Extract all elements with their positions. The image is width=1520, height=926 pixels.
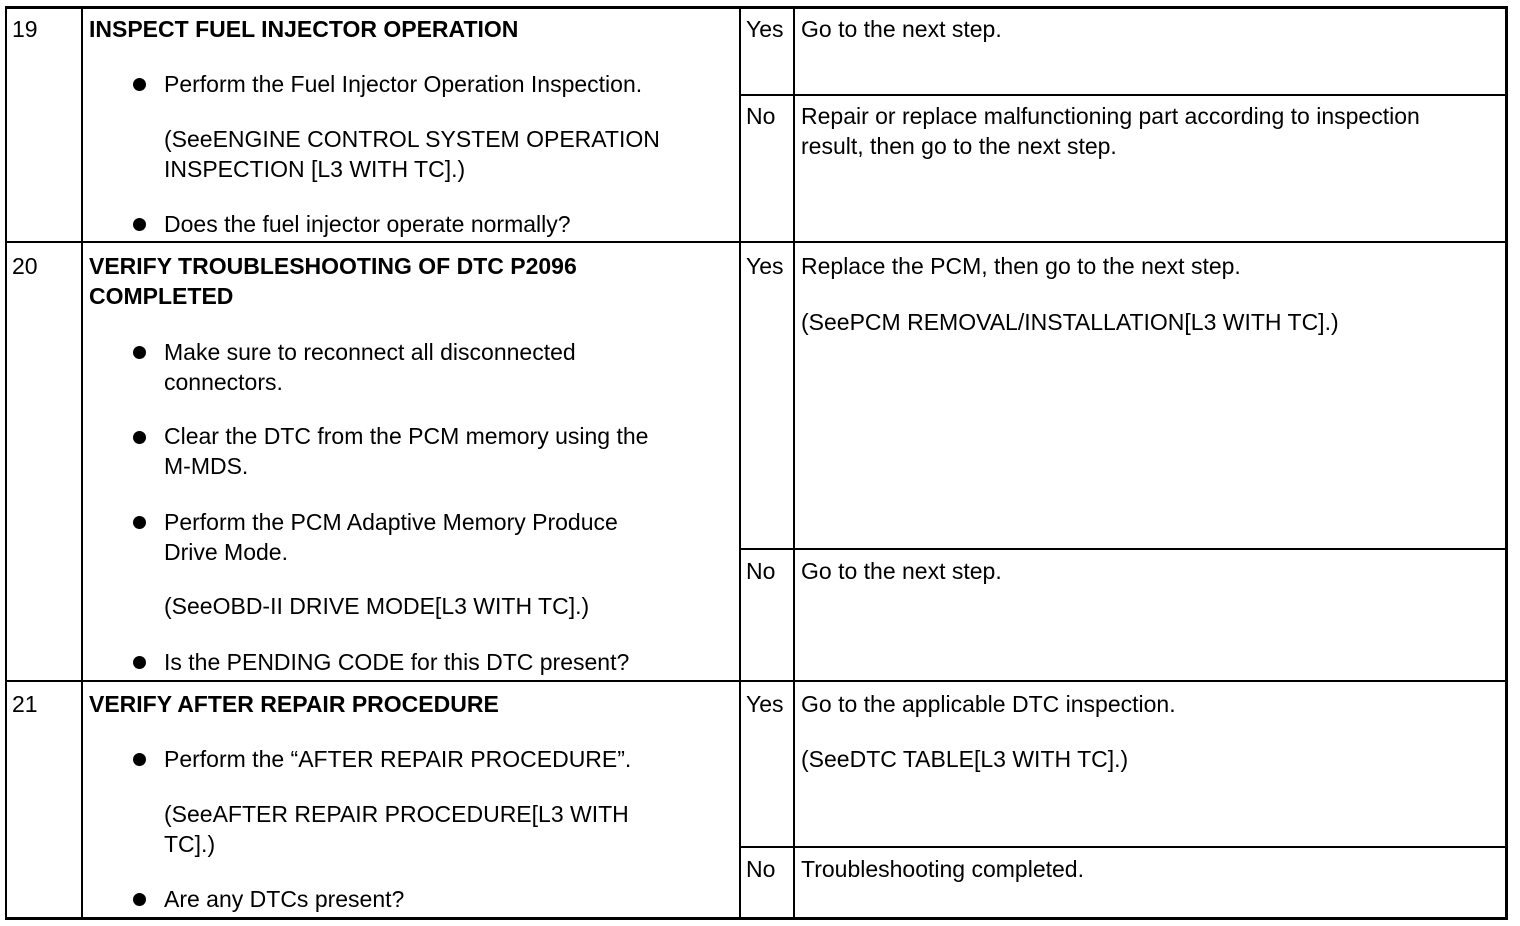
no-label: No xyxy=(746,558,776,584)
bullet-icon xyxy=(133,893,146,906)
no-label: No xyxy=(746,856,776,882)
yes-no-divider xyxy=(739,846,1508,848)
row-divider xyxy=(5,241,1508,243)
step-instruction: Perform the Fuel Injector Operation Insp… xyxy=(164,71,643,97)
step-question: Are any DTCs present? xyxy=(164,886,405,912)
step-title: VERIFY AFTER REPAIR PROCEDURE xyxy=(89,691,499,717)
reference-link[interactable]: (SeeENGINE CONTROL SYSTEM OPERATION xyxy=(164,126,660,152)
bullet-icon xyxy=(133,431,146,444)
reference-link[interactable]: INSPECTION [L3 WITH TC].) xyxy=(164,156,466,182)
yes-no-divider xyxy=(739,94,1508,96)
step-instruction: Drive Mode. xyxy=(164,539,288,565)
reference-link[interactable]: (SeeOBD-II DRIVE MODE[L3 WITH TC].) xyxy=(164,593,590,619)
yes-label: Yes xyxy=(746,253,784,279)
step-instruction: M-MDS. xyxy=(164,453,249,479)
step-question: Does the fuel injector operate normally? xyxy=(164,211,571,237)
step-title: INSPECT FUEL INJECTOR OPERATION xyxy=(89,16,519,42)
bullet-icon xyxy=(133,346,146,359)
step-instruction: Perform the PCM Adaptive Memory Produce xyxy=(164,509,618,535)
step-number: 19 xyxy=(12,16,38,42)
step-title: VERIFY TROUBLESHOOTING OF DTC P2096 xyxy=(89,253,577,279)
no-action: Go to the next step. xyxy=(801,558,1002,584)
bullet-icon xyxy=(133,78,146,91)
yes-action: Go to the next step. xyxy=(801,16,1002,42)
step-instruction: Perform the “AFTER REPAIR PROCEDURE”. xyxy=(164,746,632,772)
row-divider xyxy=(5,680,1508,682)
troubleshooting-table xyxy=(5,6,1508,920)
bullet-icon xyxy=(133,516,146,529)
reference-link[interactable]: (SeeAFTER REPAIR PROCEDURE[L3 WITH xyxy=(164,801,629,827)
bullet-icon xyxy=(133,753,146,766)
step-instruction: connectors. xyxy=(164,369,283,395)
step-number: 21 xyxy=(12,691,38,717)
yes-label: Yes xyxy=(746,16,784,42)
step-instruction: Make sure to reconnect all disconnected xyxy=(164,339,576,365)
yes-label: Yes xyxy=(746,691,784,717)
column-divider xyxy=(793,8,795,918)
no-label: No xyxy=(746,103,776,129)
step-question: Is the PENDING CODE for this DTC present… xyxy=(164,649,630,675)
yes-no-divider xyxy=(739,548,1508,550)
column-divider xyxy=(81,8,83,918)
step-title: COMPLETED xyxy=(89,283,234,309)
bullet-icon xyxy=(133,656,146,669)
yes-action: Go to the applicable DTC inspection. xyxy=(801,691,1176,717)
step-instruction: Clear the DTC from the PCM memory using … xyxy=(164,423,649,449)
no-action: Repair or replace malfunctioning part ac… xyxy=(801,103,1420,129)
reference-link[interactable]: (SeeDTC TABLE[L3 WITH TC].) xyxy=(801,746,1129,772)
reference-link[interactable]: (SeePCM REMOVAL/INSTALLATION[L3 WITH TC]… xyxy=(801,309,1339,335)
step-number: 20 xyxy=(12,253,38,279)
column-divider xyxy=(739,8,741,918)
no-action: Troubleshooting completed. xyxy=(801,856,1084,882)
bullet-icon xyxy=(133,218,146,231)
yes-action: Replace the PCM, then go to the next ste… xyxy=(801,253,1241,279)
no-action: result, then go to the next step. xyxy=(801,133,1117,159)
reference-link[interactable]: TC].) xyxy=(164,831,216,857)
